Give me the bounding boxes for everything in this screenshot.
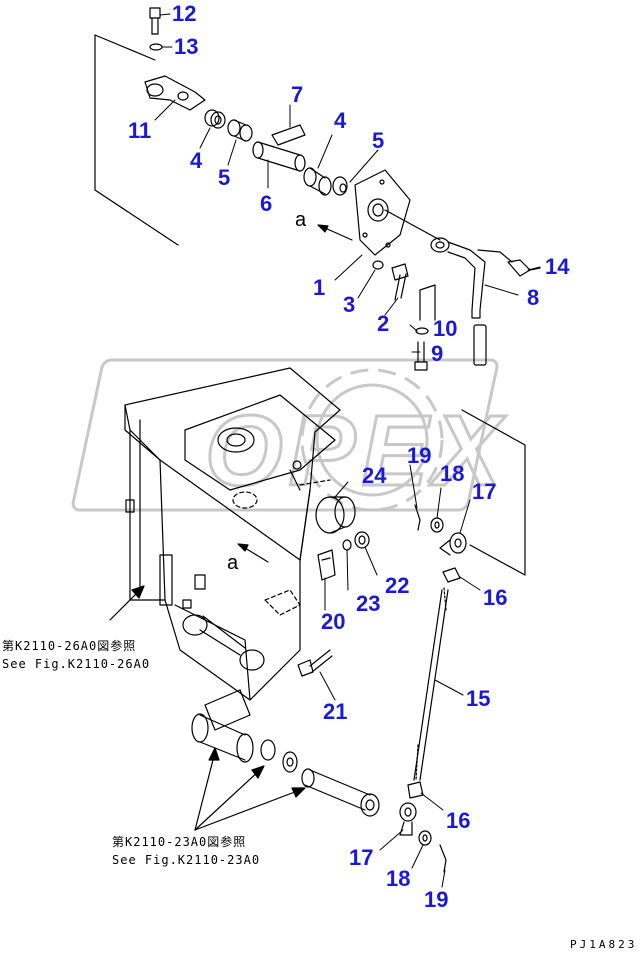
washer-23 [343,540,351,550]
callout-7: 7 [291,82,304,107]
split-pin-19-bottom [440,845,446,872]
bolt-12 [150,8,160,34]
clip-20 [318,550,335,580]
key-7 [272,125,305,145]
callout-1: 1 [313,275,326,300]
watermark-logo [72,360,499,510]
leader-lines [155,14,540,887]
view-label-a-top: a [295,209,307,231]
lever-11 [145,76,205,110]
bolt-2 [392,264,408,300]
guide-line-10 [420,285,435,320]
callout-8: 8 [527,285,540,310]
bushing-4-left [205,110,225,128]
callout-16-top: 16 [483,585,508,610]
callout-15: 15 [466,686,491,711]
callout-17-bottom: 17 [349,845,374,870]
callout-13: 13 [174,34,199,59]
nut-16-top [443,568,460,582]
watermark-text: OPEX [205,395,507,507]
bolt-21 [298,650,332,676]
split-pin-19-top [415,505,420,530]
callout-4-left: 4 [190,148,203,173]
callout-11: 11 [128,118,152,143]
frame-body [125,368,340,700]
pipe-8 [431,238,512,365]
callout-18-top: 18 [440,461,465,486]
callout-19-bottom: 19 [424,887,449,912]
callout-23: 23 [356,591,381,616]
reference-note-upper-jp: 第K2110-26A0図参照 [2,639,137,653]
callout-2: 2 [377,311,390,336]
rod-end-17-top [440,533,466,555]
callout-5-left: 5 [218,165,231,190]
nut-16-bottom [408,782,423,798]
callout-10: 10 [433,316,458,341]
nut-22 [355,532,369,548]
view-arrow-a-top [318,225,352,240]
callout-6: 6 [260,191,273,216]
guide-line-right [462,410,525,575]
washer-13 [150,44,162,50]
nut-18-bottom [419,831,431,845]
plate-1 [355,170,440,255]
reference-note-lower-jp: 第K2110-23A0図参照 [112,835,247,849]
callout-22: 22 [385,573,410,598]
callout-3: 3 [343,292,356,317]
reference-note-lower-en: See Fig.K2110-23A0 [112,853,261,867]
washer-10 [416,328,428,334]
reference-note-upper-en: See Fig.K2110-26A0 [2,657,151,671]
callout-14: 14 [545,254,570,279]
reference-arrows-lower [195,748,305,830]
callout-20: 20 [321,609,346,634]
callout-4-right: 4 [334,108,347,133]
callout-24: 24 [362,463,387,488]
callout-17-top: 17 [472,479,497,504]
callout-5-right: 5 [372,128,385,153]
view-label-a-lower: a [227,552,239,574]
callout-16-bottom: 16 [446,808,471,833]
lower-arm [192,690,379,816]
rod-15 [414,588,448,780]
bolt-9 [415,342,427,370]
callout-21: 21 [323,699,348,724]
view-arrow-a-lower [238,544,268,562]
collar-5-left [228,120,252,141]
callout-18-bottom: 18 [386,866,411,891]
callout-12: 12 [172,1,197,26]
guide-line-11 [95,35,178,245]
washer-3 [373,261,383,269]
drawing-code: PJ1A823 [570,938,638,951]
shaft-6 [253,142,305,171]
nut-18-top [431,518,443,532]
collar-5-right [333,177,347,195]
bushing-4-right [304,168,331,195]
reference-arrow-upper [110,586,144,620]
cap-24 [316,497,355,533]
callout-9: 9 [431,341,444,366]
callout-19-top: 19 [407,443,432,468]
rod-end-17-bottom [400,803,416,835]
